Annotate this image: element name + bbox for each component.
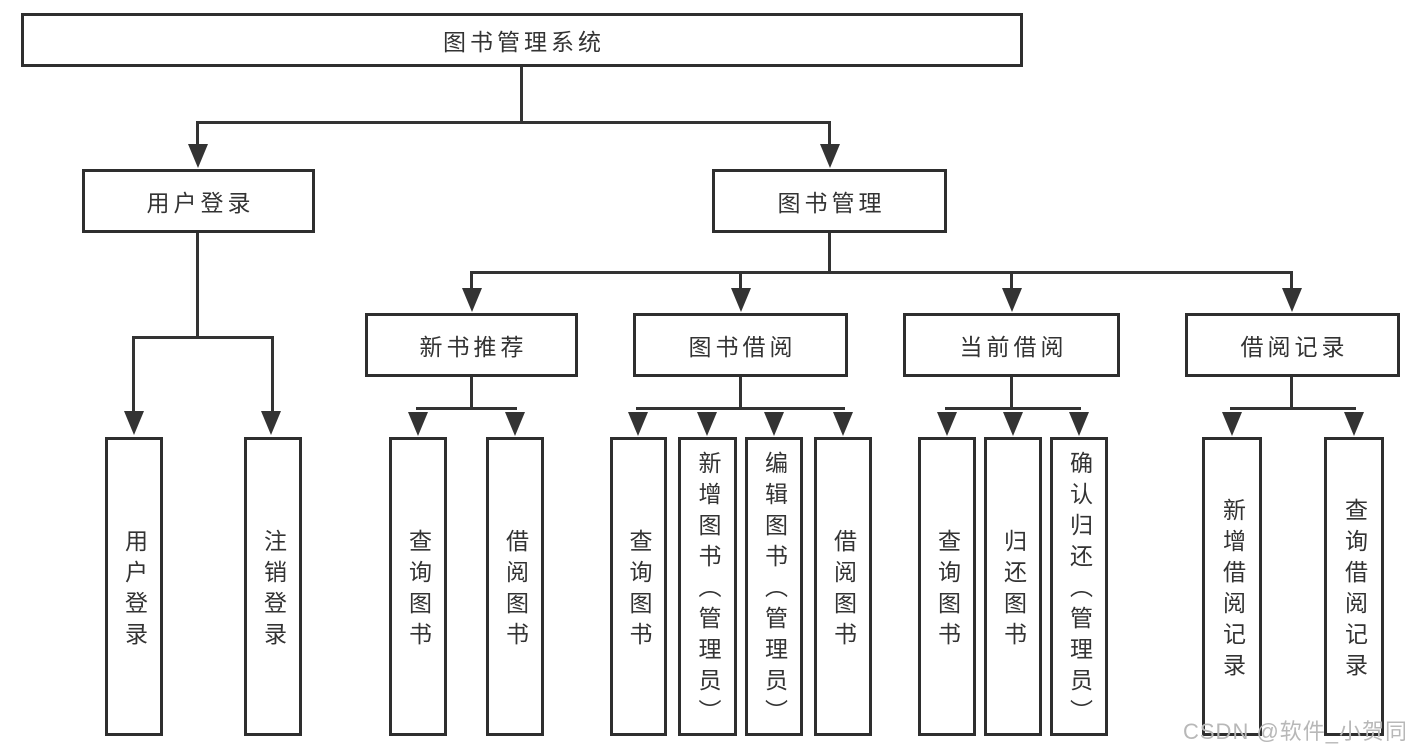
arrow-down-icon — [408, 412, 428, 436]
leaf-query-books-current: 查询图书 — [918, 437, 976, 736]
leaf-label: 查询借阅记录 — [1341, 497, 1368, 684]
arrow-down-icon — [1344, 412, 1364, 436]
leaf-label: 借阅图书 — [830, 528, 857, 653]
leaf-label: 借阅图书 — [502, 528, 529, 653]
connector-line — [470, 271, 1293, 274]
connector-line — [196, 121, 199, 149]
arrow-down-icon — [261, 411, 281, 435]
node-borrowing-records: 借阅记录 — [1185, 313, 1400, 377]
connector-line — [196, 233, 199, 339]
arrow-down-icon — [124, 411, 144, 435]
arrow-down-icon — [697, 412, 717, 436]
node-label: 图书管理 — [777, 190, 886, 216]
node-book-borrowing: 图书借阅 — [633, 313, 848, 377]
leaf-label: 归还图书 — [1000, 528, 1027, 653]
leaf-add-borrow-record: 新增借阅记录 — [1202, 437, 1262, 736]
connector-line — [828, 233, 831, 274]
arrow-down-icon — [833, 412, 853, 436]
connector-line — [1230, 407, 1356, 410]
node-label: 当前借阅 — [959, 334, 1068, 360]
leaf-query-books-borrowing: 查询图书 — [610, 437, 667, 736]
leaf-label: 注销登录 — [260, 528, 287, 653]
arrow-down-icon — [1069, 412, 1089, 436]
arrow-down-icon — [820, 144, 840, 168]
leaf-query-books-recommend: 查询图书 — [389, 437, 447, 736]
leaf-borrow-books-recommend: 借阅图书 — [486, 437, 544, 736]
connector-line — [945, 407, 1081, 410]
node-label: 图书借阅 — [688, 334, 797, 360]
arrow-down-icon — [505, 412, 525, 436]
connector-line — [520, 67, 523, 124]
arrow-down-icon — [764, 412, 784, 436]
leaf-confirm-return-admin: 确认归还（管理员） — [1050, 437, 1108, 736]
connector-line — [470, 271, 473, 293]
leaf-label: 新增图书（管理员） — [695, 451, 721, 730]
connector-line — [1290, 377, 1293, 410]
node-library-management-system: 图书管理系统 — [21, 13, 1023, 67]
arrow-down-icon — [731, 288, 751, 312]
arrow-down-icon — [1003, 412, 1023, 436]
connector-line — [132, 336, 274, 339]
leaf-label: 查询图书 — [934, 528, 961, 653]
node-label: 借阅记录 — [1240, 334, 1349, 360]
arrow-down-icon — [1282, 288, 1302, 312]
leaf-borrow-books: 借阅图书 — [814, 437, 872, 736]
leaf-edit-book-admin: 编辑图书（管理员） — [745, 437, 803, 736]
leaf-add-book-admin: 新增图书（管理员） — [678, 437, 737, 736]
connector-line — [416, 407, 517, 410]
leaf-query-borrow-record: 查询借阅记录 — [1324, 437, 1384, 736]
leaf-label: 用户登录 — [121, 528, 148, 653]
leaf-label: 查询图书 — [405, 528, 432, 653]
node-label: 新书推荐 — [419, 334, 528, 360]
leaf-label: 新增借阅记录 — [1219, 497, 1246, 684]
leaf-label: 确认归还（管理员） — [1066, 451, 1093, 730]
node-book-management: 图书管理 — [712, 169, 947, 233]
connector-line — [132, 336, 135, 416]
node-current-borrowing: 当前借阅 — [903, 313, 1120, 377]
connector-line — [739, 377, 742, 410]
connector-line — [828, 121, 831, 149]
node-user-login: 用户登录 — [82, 169, 315, 233]
connector-line — [470, 377, 473, 410]
arrow-down-icon — [462, 288, 482, 312]
arrow-down-icon — [1222, 412, 1242, 436]
node-label: 图书管理系统 — [443, 29, 605, 55]
arrow-down-icon — [188, 144, 208, 168]
connector-line — [1010, 377, 1013, 410]
connector-line — [1010, 271, 1013, 293]
arrow-down-icon — [937, 412, 957, 436]
connector-line — [1290, 271, 1293, 293]
leaf-logout: 注销登录 — [244, 437, 302, 736]
leaf-label: 查询图书 — [626, 528, 652, 653]
leaf-user-login: 用户登录 — [105, 437, 163, 736]
node-label: 用户登录 — [146, 190, 255, 216]
connector-line — [739, 271, 742, 293]
arrow-down-icon — [1002, 288, 1022, 312]
leaf-return-book: 归还图书 — [984, 437, 1042, 736]
arrow-down-icon — [628, 412, 648, 436]
connector-line — [636, 407, 845, 410]
connector-line — [271, 336, 274, 416]
connector-line — [196, 121, 831, 124]
leaf-label: 编辑图书（管理员） — [761, 451, 788, 730]
csdn-watermark: CSDN @软件_小贺同学 — [1183, 719, 1405, 744]
node-new-book-recommendation: 新书推荐 — [365, 313, 578, 377]
